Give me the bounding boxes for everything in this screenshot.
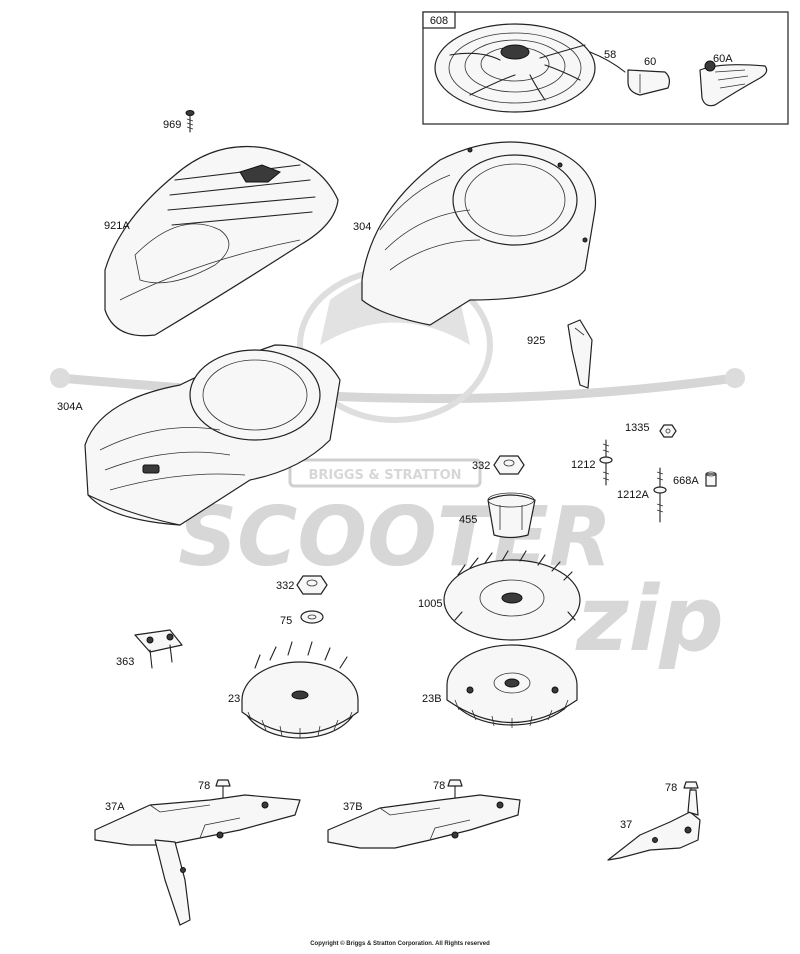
callout-58: 58 bbox=[604, 49, 616, 61]
nut-1335-part bbox=[659, 424, 677, 438]
callout-37: 37 bbox=[620, 819, 632, 831]
callout-60A: 60A bbox=[713, 53, 733, 65]
flywheel-23-part bbox=[241, 641, 359, 739]
bolt-78-middle-part bbox=[447, 779, 463, 799]
callout-1212: 1212 bbox=[571, 459, 595, 471]
air-guide-37B-part bbox=[327, 794, 521, 849]
air-baffle-925-part bbox=[567, 319, 593, 389]
handle-insert-part bbox=[699, 60, 768, 107]
bolt-78-left-part bbox=[215, 779, 231, 799]
callout-1335: 1335 bbox=[625, 422, 649, 434]
callout-78-middle: 78 bbox=[433, 780, 445, 792]
blower-cover-921A-part bbox=[104, 145, 339, 337]
callout-1212A: 1212A bbox=[617, 489, 649, 501]
callout-455: 455 bbox=[459, 514, 477, 526]
callout-608: 608 bbox=[430, 15, 448, 27]
callout-304A: 304A bbox=[57, 401, 83, 413]
air-guide-37-part bbox=[607, 789, 701, 861]
stud-1212-part bbox=[599, 439, 613, 486]
nut-332-lower-part bbox=[296, 575, 328, 595]
callout-1005: 1005 bbox=[418, 598, 442, 610]
callout-921A: 921A bbox=[104, 220, 130, 232]
callout-969: 969 bbox=[163, 119, 181, 131]
callout-304: 304 bbox=[353, 221, 371, 233]
callout-37A: 37A bbox=[105, 801, 125, 813]
flywheel-23B-part bbox=[446, 644, 578, 728]
air-guide-37A-part bbox=[94, 794, 301, 926]
spacer-668A-part bbox=[705, 471, 717, 487]
washer-75-part bbox=[300, 610, 324, 624]
callout-23: 23 bbox=[228, 693, 240, 705]
stud-1212A-part bbox=[653, 467, 667, 523]
kit-608-box: 608 bbox=[422, 11, 789, 125]
callout-78-left: 78 bbox=[198, 780, 210, 792]
copyright-footer: Copyright © Briggs & Stratton Corporatio… bbox=[310, 941, 490, 947]
screw-969-part bbox=[185, 110, 195, 133]
blower-housing-304A-part bbox=[84, 344, 341, 526]
bracket-363-part bbox=[134, 629, 183, 669]
callout-332-lower: 332 bbox=[276, 580, 294, 592]
callout-23B: 23B bbox=[422, 693, 442, 705]
callout-75: 75 bbox=[280, 615, 292, 627]
rewind-starter-part bbox=[434, 23, 626, 113]
callout-37B: 37B bbox=[343, 801, 363, 813]
callout-668A: 668A bbox=[673, 475, 699, 487]
callout-332-upper: 332 bbox=[472, 460, 490, 472]
starter-handle-part bbox=[627, 69, 671, 96]
callout-363: 363 bbox=[116, 656, 134, 668]
watermark-script: zip bbox=[575, 567, 724, 672]
callout-925: 925 bbox=[527, 335, 545, 347]
nut-332-upper-part bbox=[493, 455, 525, 475]
rotating-screen-455-part bbox=[487, 492, 536, 539]
callout-60: 60 bbox=[644, 56, 656, 68]
watermark-brand-plate: BRIGGS & STRATTON bbox=[308, 468, 461, 483]
callout-78-right: 78 bbox=[665, 782, 677, 794]
blower-housing-304-part bbox=[361, 141, 597, 326]
flywheel-fan-1005-part bbox=[443, 550, 581, 641]
